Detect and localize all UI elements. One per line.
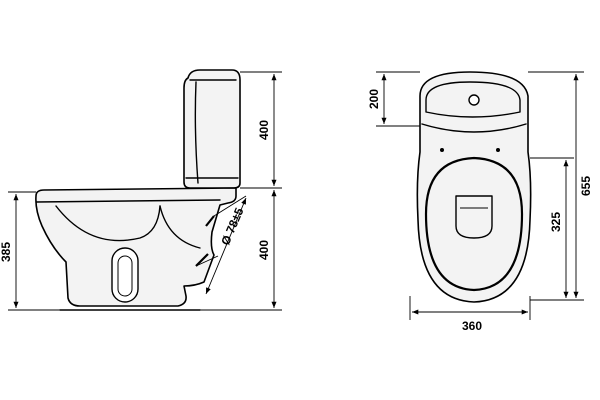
dim-325-label: 325	[549, 212, 563, 232]
dim-655-label: 655	[579, 176, 593, 196]
tank-front-edge	[421, 123, 527, 133]
top-outline	[416, 71, 532, 303]
flush-button	[468, 94, 480, 106]
bowl-trap	[159, 205, 201, 249]
top-view: 200 655 325 360	[367, 71, 593, 333]
bowl-opening	[424, 156, 524, 292]
seat-hinge-left	[440, 148, 444, 152]
drain-opening	[455, 195, 493, 239]
bowl-inner	[55, 205, 161, 242]
base-slot-inner	[117, 255, 133, 297]
seat-rim	[35, 199, 221, 203]
dim-200-label: 200	[367, 89, 381, 109]
dim-outlet-line	[205, 197, 247, 295]
tank-area	[425, 81, 521, 118]
cistern-tank	[183, 69, 241, 189]
dim-360-label: 360	[462, 319, 482, 333]
dim-400-bowl-label: 400	[257, 240, 271, 260]
cistern-front-line	[194, 81, 199, 184]
dim-outlet-label: Ø 78±5	[218, 205, 246, 247]
dim-400-tank-label: 400	[257, 120, 271, 140]
seat-hinge-right	[496, 148, 500, 152]
dim-385-label: 385	[0, 242, 13, 262]
side-view: 385 400 400 Ø 78±5	[0, 69, 282, 311]
